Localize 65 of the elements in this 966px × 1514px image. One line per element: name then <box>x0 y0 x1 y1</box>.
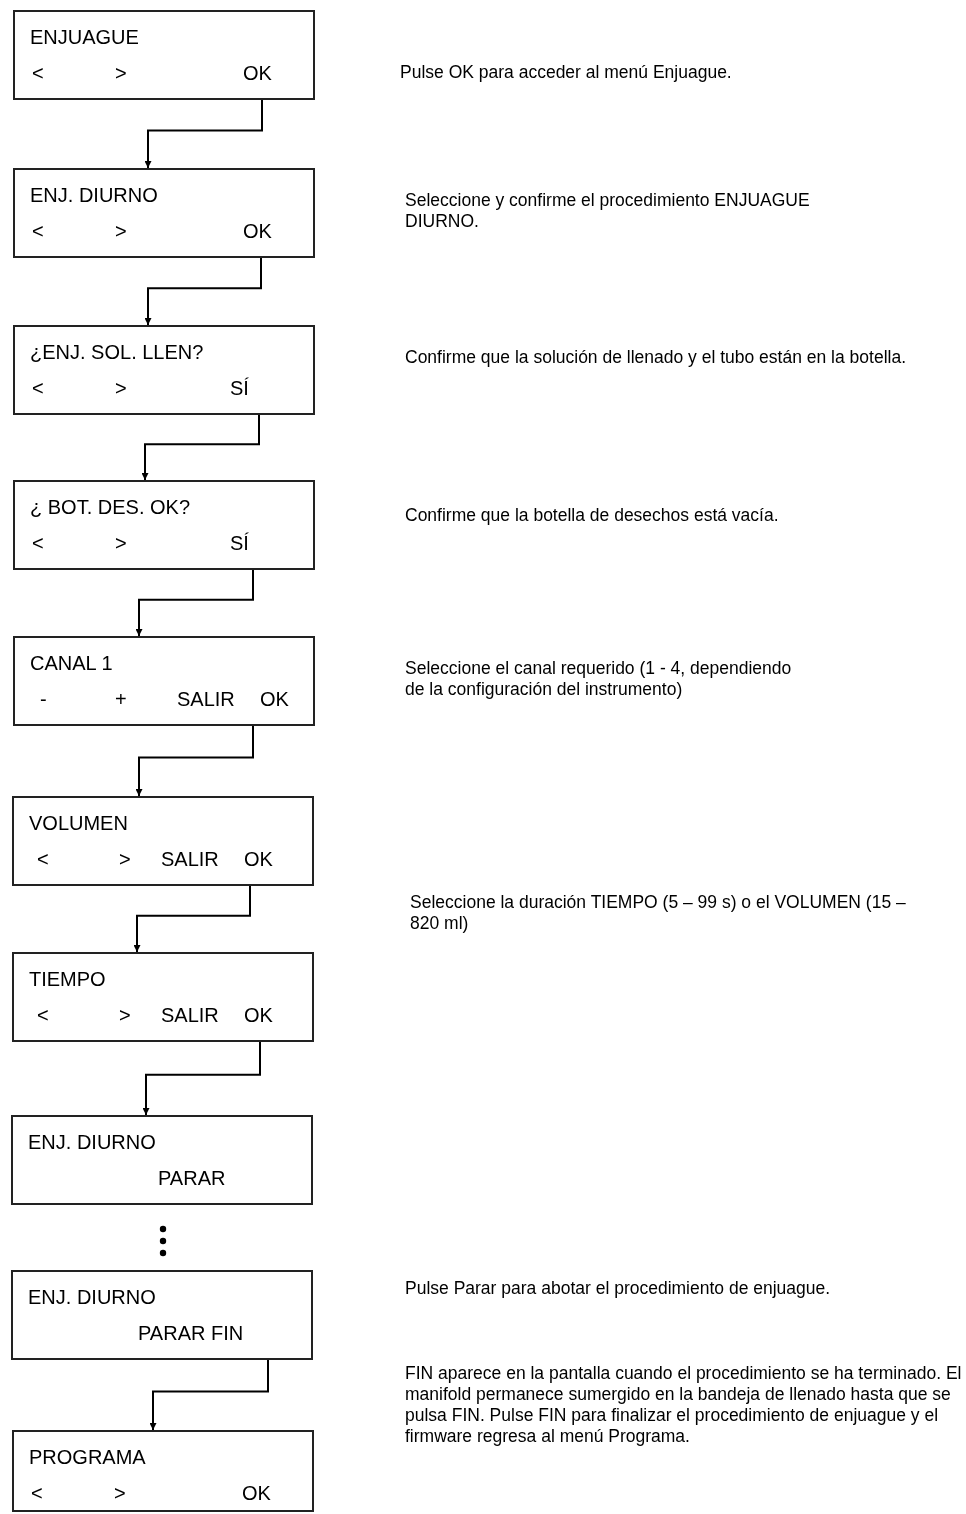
description-text: Pulse OK para acceder al menú Enjuague. <box>400 62 733 83</box>
softkey-label: > <box>115 378 127 398</box>
display-text: TIEMPO <box>29 969 106 989</box>
description-text: Seleccione el canal requerido (1 - 4, dependiendo de la configuración del instrumento) <box>405 658 793 700</box>
display-screen <box>13 325 315 415</box>
softkey-label: < <box>32 221 44 241</box>
arrow <box>135 725 254 797</box>
arrow <box>135 569 254 637</box>
softkey-label: OK <box>244 1005 273 1025</box>
softkey-label: > <box>114 1483 126 1503</box>
arrow <box>144 257 262 326</box>
display-text: ENJ. DIURNO <box>30 185 158 205</box>
display-text: VOLUMEN <box>29 813 128 833</box>
display-screen <box>11 1115 313 1205</box>
softkey-label: < <box>32 378 44 398</box>
softkey-label: + <box>115 689 127 709</box>
arrow <box>149 1359 269 1431</box>
softkey-label: OK <box>242 1483 271 1503</box>
arrow <box>141 414 260 481</box>
softkey-label: SÍ <box>230 533 249 553</box>
softkey-label: OK <box>243 221 272 241</box>
softkey-label: OK <box>244 849 273 869</box>
arrow <box>133 885 251 953</box>
softkey-label: < <box>37 1005 49 1025</box>
display-screen <box>13 480 315 570</box>
softkey-label: PARAR FIN <box>138 1323 244 1343</box>
softkey-label: > <box>119 1005 131 1025</box>
softkey-label: - <box>40 689 47 709</box>
softkey-label: > <box>119 849 131 869</box>
softkey-label: OK <box>243 63 272 83</box>
display-text: ENJ. DIURNO <box>28 1132 156 1152</box>
softkey-label: SALIR <box>161 1005 219 1025</box>
softkey-label: < <box>32 533 44 553</box>
display-text: ENJ. DIURNO <box>28 1287 156 1307</box>
arrow <box>144 99 263 169</box>
description-text: FIN aparece en la pantalla cuando el procedimiento se ha terminado. El manifold permanece sumergido en la bandeja de llenado hasta que se pulsa FIN. Pulse FIN para finalizar el procedimiento de enjuague y el firmware regresa al menú Programa. <box>405 1363 963 1447</box>
description-text: Seleccione la duración TIEMPO (5 – 99 s) o el VOLUMEN (15 – 820 ml) <box>410 892 907 934</box>
softkey-label: < <box>32 63 44 83</box>
display-text: ¿ENJ. SOL. LLEN? <box>30 342 204 362</box>
softkey-label: SALIR <box>161 849 219 869</box>
arrow <box>142 1041 261 1116</box>
display-screen <box>11 1270 313 1360</box>
display-screen <box>13 636 315 726</box>
display-text: ¿ BOT. DES. OK? <box>30 497 191 517</box>
softkey-label: > <box>115 533 127 553</box>
display-screen <box>12 952 314 1042</box>
description-text: Confirme que la solución de llenado y el tubo están en la botella. <box>405 347 908 368</box>
display-text: ENJUAGUE <box>30 27 139 47</box>
description-text: Pulse Parar para abotar el procedimiento de enjuague. <box>405 1278 832 1299</box>
display-screen <box>12 1430 314 1512</box>
softkey-label: < <box>31 1483 43 1503</box>
softkey-label: SALIR <box>177 689 235 709</box>
display-screen <box>13 10 315 100</box>
display-text: PROGRAMA <box>29 1447 146 1467</box>
softkey-label: SÍ <box>230 378 249 398</box>
softkey-label: < <box>37 849 49 869</box>
softkey-label: PARAR <box>158 1168 226 1188</box>
display-screen <box>13 168 315 258</box>
softkey-label: > <box>115 221 127 241</box>
description-text: Confirme que la botella de desechos está vacía. <box>405 505 780 526</box>
display-text: CANAL 1 <box>30 653 113 673</box>
softkey-label: OK <box>260 689 289 709</box>
display-screen <box>12 796 314 886</box>
description-text: Seleccione y confirme el procedimiento ENJUAGUE DIURNO. <box>405 190 811 232</box>
softkey-label: > <box>115 63 127 83</box>
